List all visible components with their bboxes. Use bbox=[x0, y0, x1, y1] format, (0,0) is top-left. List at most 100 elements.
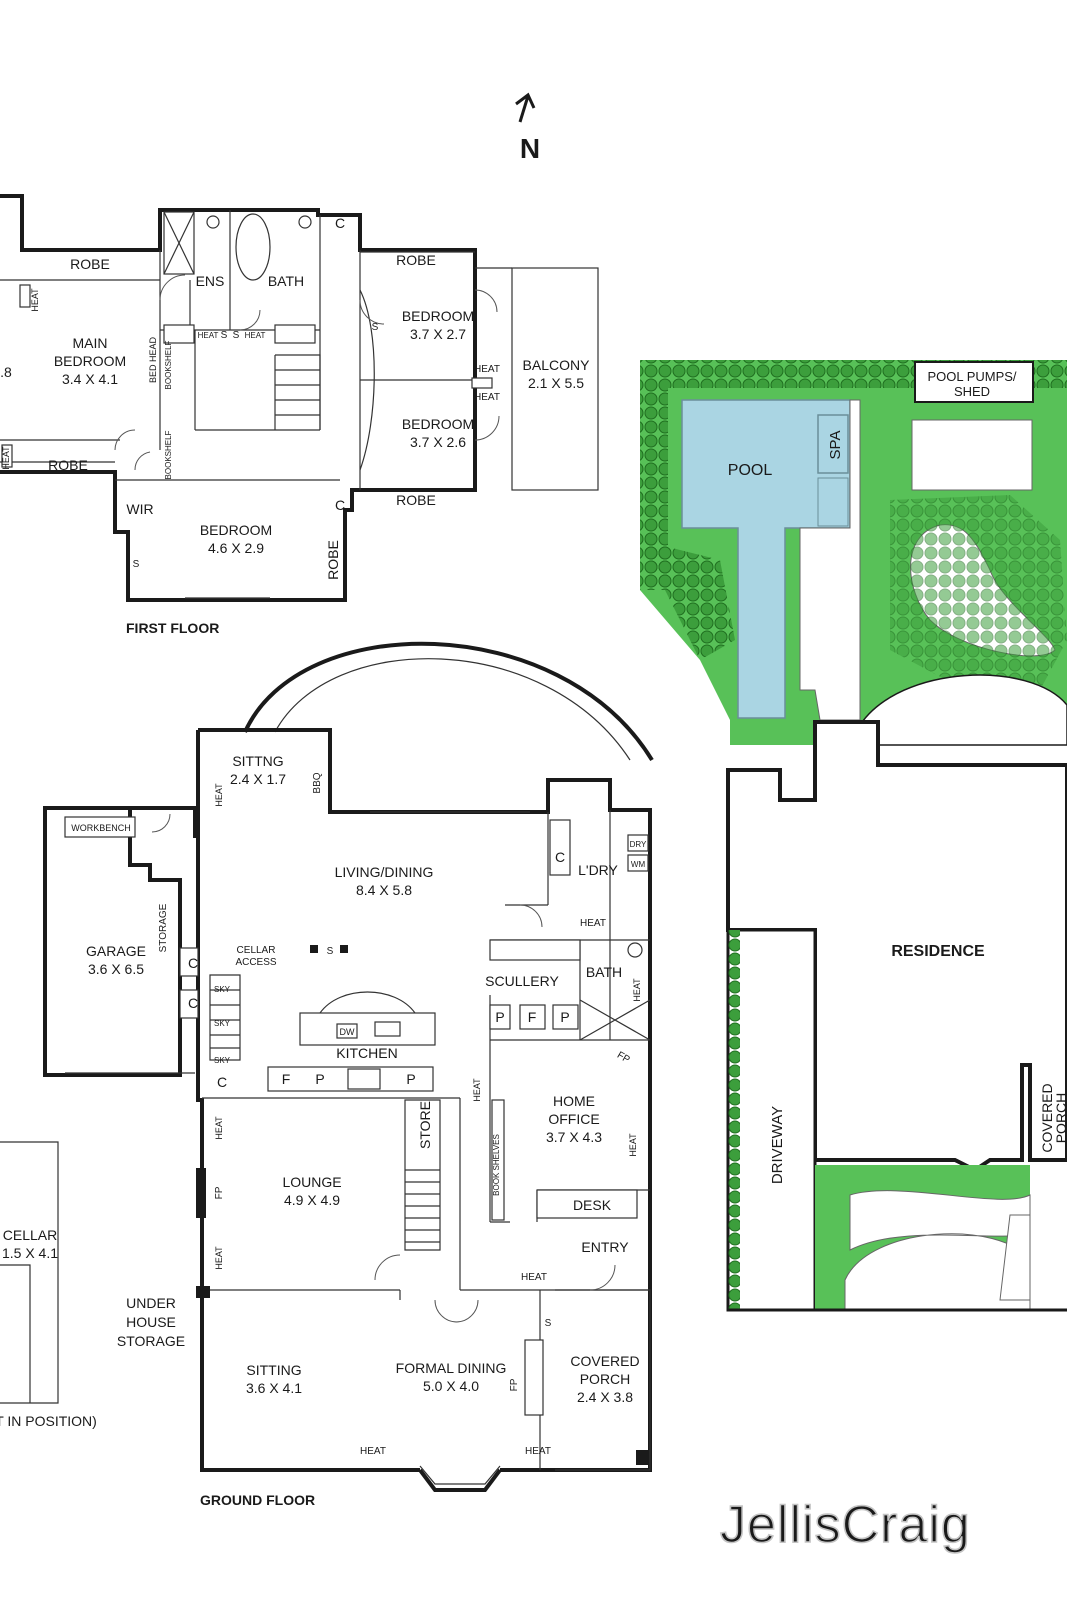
pantry-label-3: P bbox=[495, 1009, 504, 1025]
main-bedroom-dims: 3.4 X 4.1 bbox=[62, 371, 118, 387]
robe-label-4: ROBE bbox=[396, 492, 436, 508]
dw-label: DW bbox=[340, 1027, 355, 1037]
balcony-label: BALCONY bbox=[523, 357, 591, 373]
washing-machine bbox=[627, 854, 649, 872]
workbench bbox=[64, 816, 136, 838]
main-bedroom-label-2: BEDROOM bbox=[54, 353, 126, 369]
front-porch-step bbox=[999, 1214, 1031, 1301]
store-label: STORE bbox=[417, 1101, 433, 1149]
pantry-label-2: P bbox=[406, 1071, 415, 1087]
bath-shower-x bbox=[579, 999, 651, 1041]
paving bbox=[799, 399, 861, 721]
home-office-dims: 3.7 X 4.3 bbox=[546, 1129, 602, 1145]
wm-label: WM bbox=[631, 860, 646, 869]
toilet-ens bbox=[206, 215, 220, 229]
cupboard-label-g2: C bbox=[188, 955, 198, 971]
sitting-dims: 3.6 X 4.1 bbox=[246, 1380, 302, 1396]
first-floor-doors bbox=[114, 274, 500, 471]
storage-cupboard-1 bbox=[179, 947, 199, 977]
home-office-label-1: HOME bbox=[553, 1093, 595, 1109]
heat-label-g4: HEAT bbox=[472, 1078, 482, 1102]
heat-label-g1: HEAT bbox=[214, 783, 224, 807]
bookshelves-unit bbox=[491, 1099, 505, 1221]
terrace bbox=[911, 419, 1033, 491]
cupboard-label-g1: C bbox=[555, 849, 565, 865]
toilet-ground bbox=[627, 942, 643, 958]
kitchen-label: KITCHEN bbox=[336, 1045, 397, 1061]
cellar-access-label-2: ACCESS bbox=[235, 957, 276, 968]
shed bbox=[914, 361, 1034, 403]
robe-label-1: ROBE bbox=[70, 256, 110, 272]
heat-label-3: HEAT bbox=[198, 331, 219, 340]
vanity-ens bbox=[163, 324, 195, 344]
bedroom-s-dims: 4.6 X 2.9 bbox=[208, 540, 264, 556]
first-floor-stair-walls bbox=[274, 354, 321, 430]
column-left bbox=[310, 945, 318, 953]
scullery-label: SCULLERY bbox=[485, 973, 559, 989]
site-porch-label-1: COVERED bbox=[1039, 1083, 1055, 1152]
toilet-bath bbox=[298, 215, 312, 229]
shed-label-2: SHED bbox=[954, 384, 990, 399]
dryer bbox=[627, 834, 649, 852]
balcony-outline bbox=[511, 267, 599, 491]
desk-label: DESK bbox=[573, 1197, 612, 1213]
heat-panel-ne bbox=[471, 377, 493, 389]
fridge-label-1: F bbox=[282, 1071, 291, 1087]
bathtub bbox=[235, 213, 271, 281]
wall-column-sitting bbox=[196, 1286, 210, 1298]
workbench-label: WORKBENCH bbox=[71, 823, 131, 833]
main-heater-2 bbox=[1, 444, 13, 468]
robe-label-5: ROBE bbox=[325, 540, 341, 580]
residence-outline bbox=[726, 720, 1067, 1173]
fp-label-office: FP bbox=[615, 1050, 632, 1066]
ground-floor-caption: GROUND FLOOR bbox=[200, 1492, 315, 1508]
cut-room-dims: .8 bbox=[0, 364, 12, 380]
formal-dining-dims: 5.0 X 4.0 bbox=[423, 1378, 479, 1394]
sky-label-2: SKY bbox=[214, 1019, 231, 1028]
cupboard-label-2: C bbox=[335, 497, 345, 513]
under-house-label-3: STORAGE bbox=[117, 1333, 185, 1349]
storage-cupboard-2 bbox=[179, 989, 199, 1019]
bookshelf-label-2: BOOKSHELF bbox=[164, 430, 173, 479]
garage-label: GARAGE bbox=[86, 943, 146, 959]
pantry-label-1: P bbox=[315, 1071, 324, 1087]
cellar-stairs bbox=[209, 974, 241, 1061]
living-arc-outer bbox=[243, 641, 654, 762]
fp-label-lounge: FP bbox=[214, 1186, 225, 1199]
entry-label: ENTRY bbox=[581, 1239, 629, 1255]
garden-bed bbox=[890, 495, 1067, 690]
heat-label-g6: HEAT bbox=[214, 1116, 224, 1140]
heat-label-g10: HEAT bbox=[525, 1446, 551, 1457]
wall-column-porch bbox=[636, 1450, 650, 1465]
cellar-outline bbox=[0, 1141, 59, 1404]
shed-label-1: POOL PUMPS/ bbox=[927, 369, 1016, 384]
bedroom-se-dims: 3.7 X 2.6 bbox=[410, 434, 466, 450]
first-floor-internal-walls bbox=[0, 210, 475, 490]
spa bbox=[817, 414, 849, 474]
shelf-label-4: S bbox=[133, 559, 140, 570]
desk bbox=[536, 1189, 638, 1219]
formal-dining-label: FORMAL DINING bbox=[396, 1360, 507, 1376]
main-bedroom-label-1: MAIN bbox=[73, 335, 108, 351]
island-sink bbox=[374, 1021, 401, 1037]
covered-porch-dims: 2.4 X 3.8 bbox=[577, 1389, 633, 1405]
under-house-label-1: UNDER bbox=[126, 1295, 176, 1311]
pantry-1 bbox=[489, 1004, 511, 1030]
bedroom-s-label: BEDROOM bbox=[200, 522, 272, 538]
brand-watermark: JellisCraig bbox=[720, 1496, 971, 1554]
scullery-bench bbox=[489, 939, 581, 961]
heat-label-g8: HEAT bbox=[521, 1272, 547, 1283]
garage-dims: 3.6 X 6.5 bbox=[88, 961, 144, 977]
bedhead-label: BED HEAD bbox=[148, 336, 158, 383]
heat-label-g5: HEAT bbox=[628, 1133, 638, 1157]
cooktop bbox=[347, 1068, 381, 1090]
lounge-fireplace bbox=[196, 1168, 206, 1218]
cellar-note: T IN POSITION) bbox=[0, 1413, 97, 1429]
shelf-label-g2: S bbox=[545, 1318, 552, 1329]
heat-label-g7: HEAT bbox=[214, 1246, 224, 1270]
heat-label-1: HEAT bbox=[30, 288, 40, 312]
bath-label: BATH bbox=[268, 273, 304, 289]
shelf-label-3: S bbox=[372, 322, 379, 333]
island-arc bbox=[319, 991, 416, 1014]
